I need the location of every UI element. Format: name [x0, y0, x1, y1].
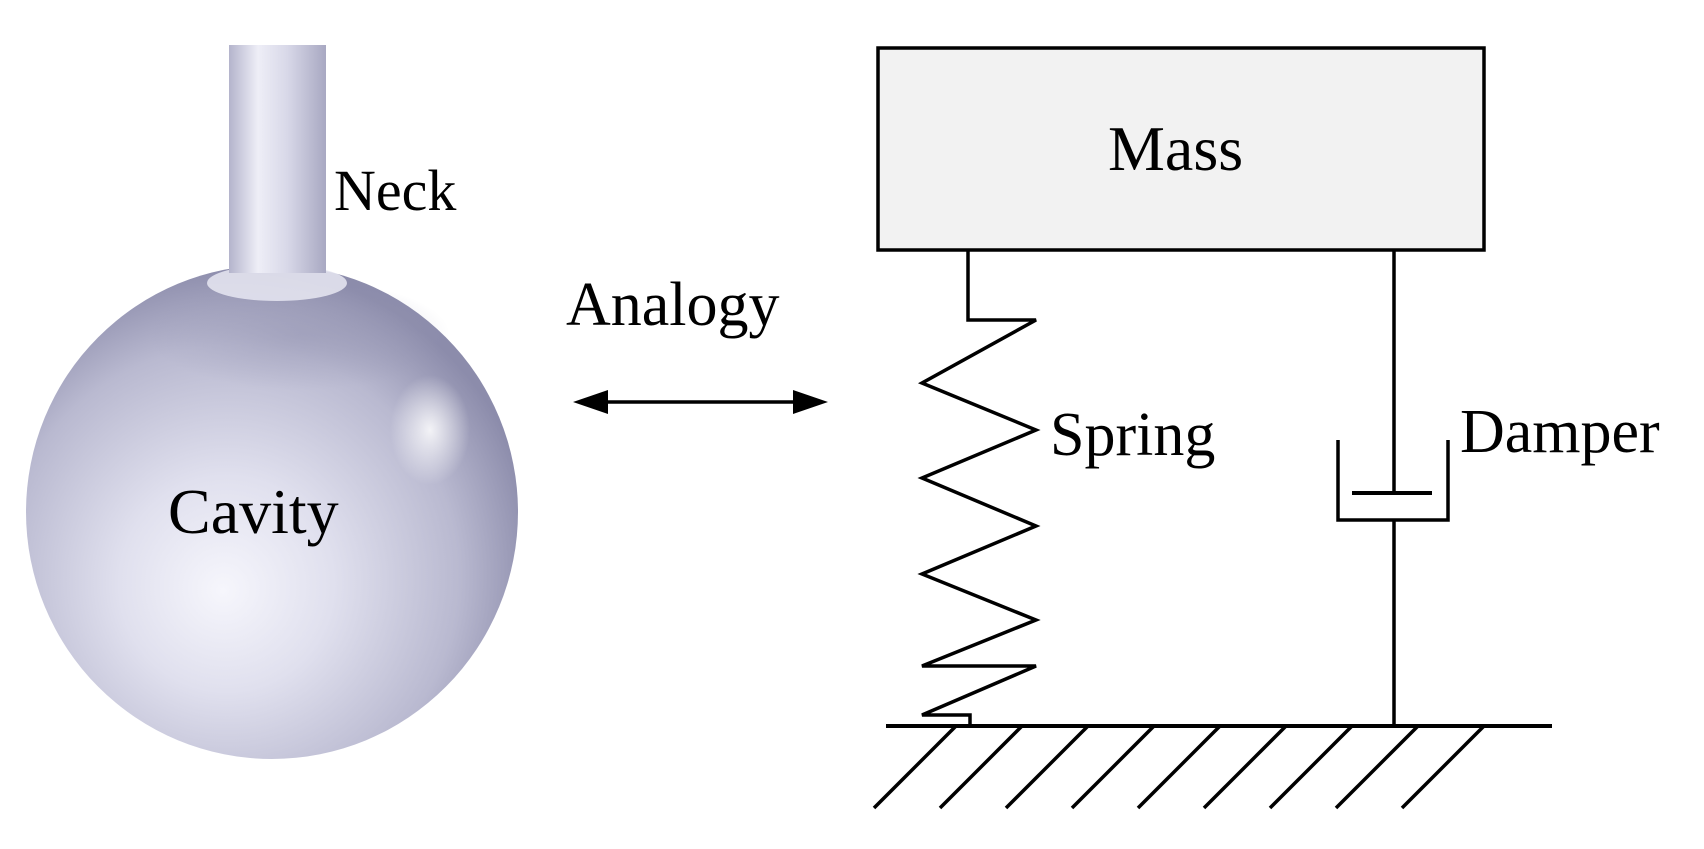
cavity-neck-collar [207, 265, 347, 301]
neck-label: Neck [334, 158, 456, 223]
mass-label: Mass [1108, 113, 1243, 184]
mass-spring-damper: Mass Spring Damper [872, 46, 1660, 810]
analogy-label: Analogy [566, 271, 780, 339]
cavity-label: Cavity [168, 476, 339, 547]
neck-tube [229, 45, 326, 273]
cavity-top-shade [150, 280, 450, 390]
analogy-arrow-left-head [573, 390, 608, 414]
ground [872, 724, 1552, 810]
helmholtz-resonator: Neck Cavity [26, 45, 518, 759]
spring [917, 250, 1041, 726]
cavity-highlight [390, 375, 470, 485]
analogy-group: Analogy [566, 271, 828, 414]
analogy-arrow-right-head [793, 390, 828, 414]
damper-label: Damper [1460, 398, 1660, 466]
cavity-sphere [26, 265, 518, 759]
spring-label: Spring [1050, 401, 1215, 469]
mass-block [876, 46, 1486, 252]
ground-hatching [872, 724, 1486, 810]
